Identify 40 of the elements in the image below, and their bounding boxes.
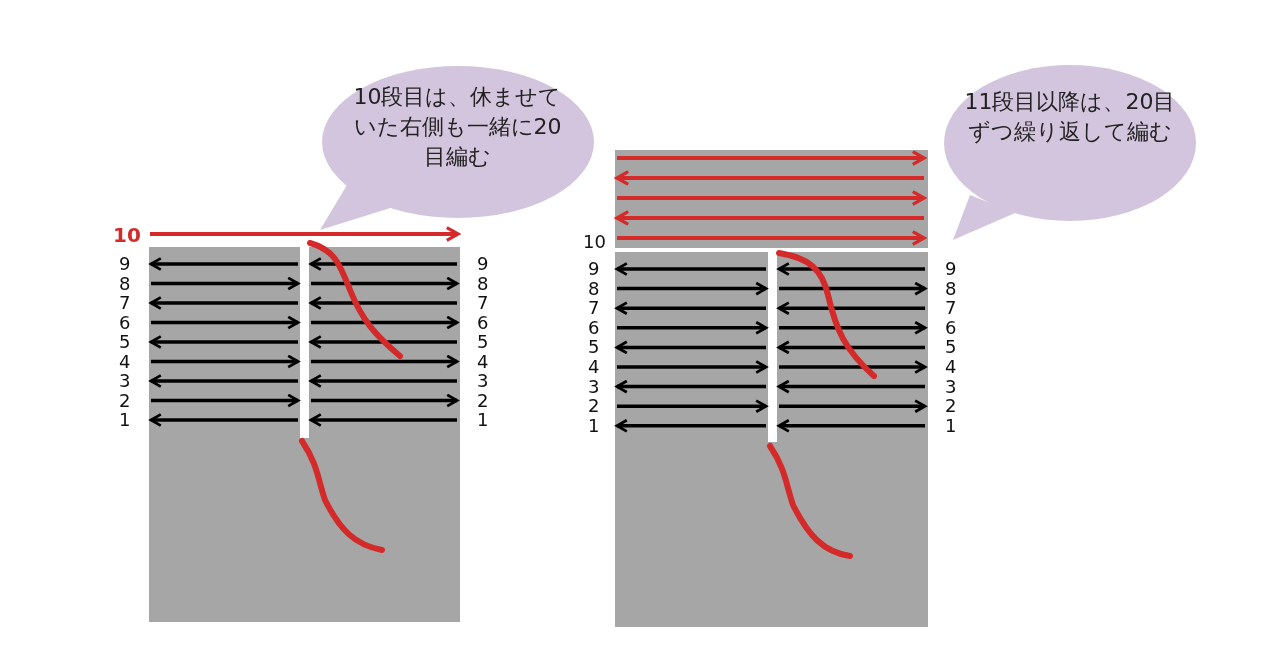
row-number: 6 <box>477 313 489 332</box>
row-number: 9 <box>945 260 957 278</box>
row-number: 5 <box>588 338 600 357</box>
row-number: 3 <box>945 377 957 396</box>
row-number: 8 <box>588 279 600 298</box>
row-number: 4 <box>945 358 957 376</box>
row-number: 7 <box>477 294 489 312</box>
row-number: 2 <box>477 391 489 410</box>
row-number: 8 <box>945 279 957 298</box>
row-number: 7 <box>588 299 600 318</box>
row-number: 7 <box>945 299 957 318</box>
row-number: 1 <box>119 411 131 429</box>
row-number: 4 <box>477 352 489 371</box>
row-number: 9 <box>477 255 489 273</box>
row-number: 9 <box>588 260 600 278</box>
row-number: 1 <box>588 416 600 435</box>
row-number: 4 <box>119 352 131 371</box>
row-number: 4 <box>588 358 600 376</box>
row-number: 9 <box>119 255 131 273</box>
row-number: 8 <box>477 274 489 293</box>
bubble-text: 10段目は、休ませていた右側も一緒に20目編む <box>352 83 563 171</box>
row-number: 10 <box>583 233 606 251</box>
bubble-text: 11段目以降は、20目ずつ繰り返して編む <box>963 88 1177 146</box>
row-number: 3 <box>588 377 600 396</box>
row-number: 2 <box>119 391 131 410</box>
row-number: 5 <box>119 333 131 351</box>
row-number: 6 <box>119 313 131 332</box>
row-number: 1 <box>477 411 489 429</box>
row-number: 8 <box>119 274 131 293</box>
row-number: 10 <box>113 226 141 244</box>
row-number: 5 <box>477 333 489 351</box>
row-number: 2 <box>588 397 600 416</box>
row-number: 1 <box>945 416 957 435</box>
row-number: 6 <box>588 318 600 337</box>
row-number: 7 <box>119 294 131 312</box>
row-number: 3 <box>477 372 489 390</box>
row-number: 2 <box>945 397 957 416</box>
row-number: 3 <box>119 372 131 390</box>
row-number: 6 <box>945 318 957 337</box>
row-number: 5 <box>945 338 957 357</box>
